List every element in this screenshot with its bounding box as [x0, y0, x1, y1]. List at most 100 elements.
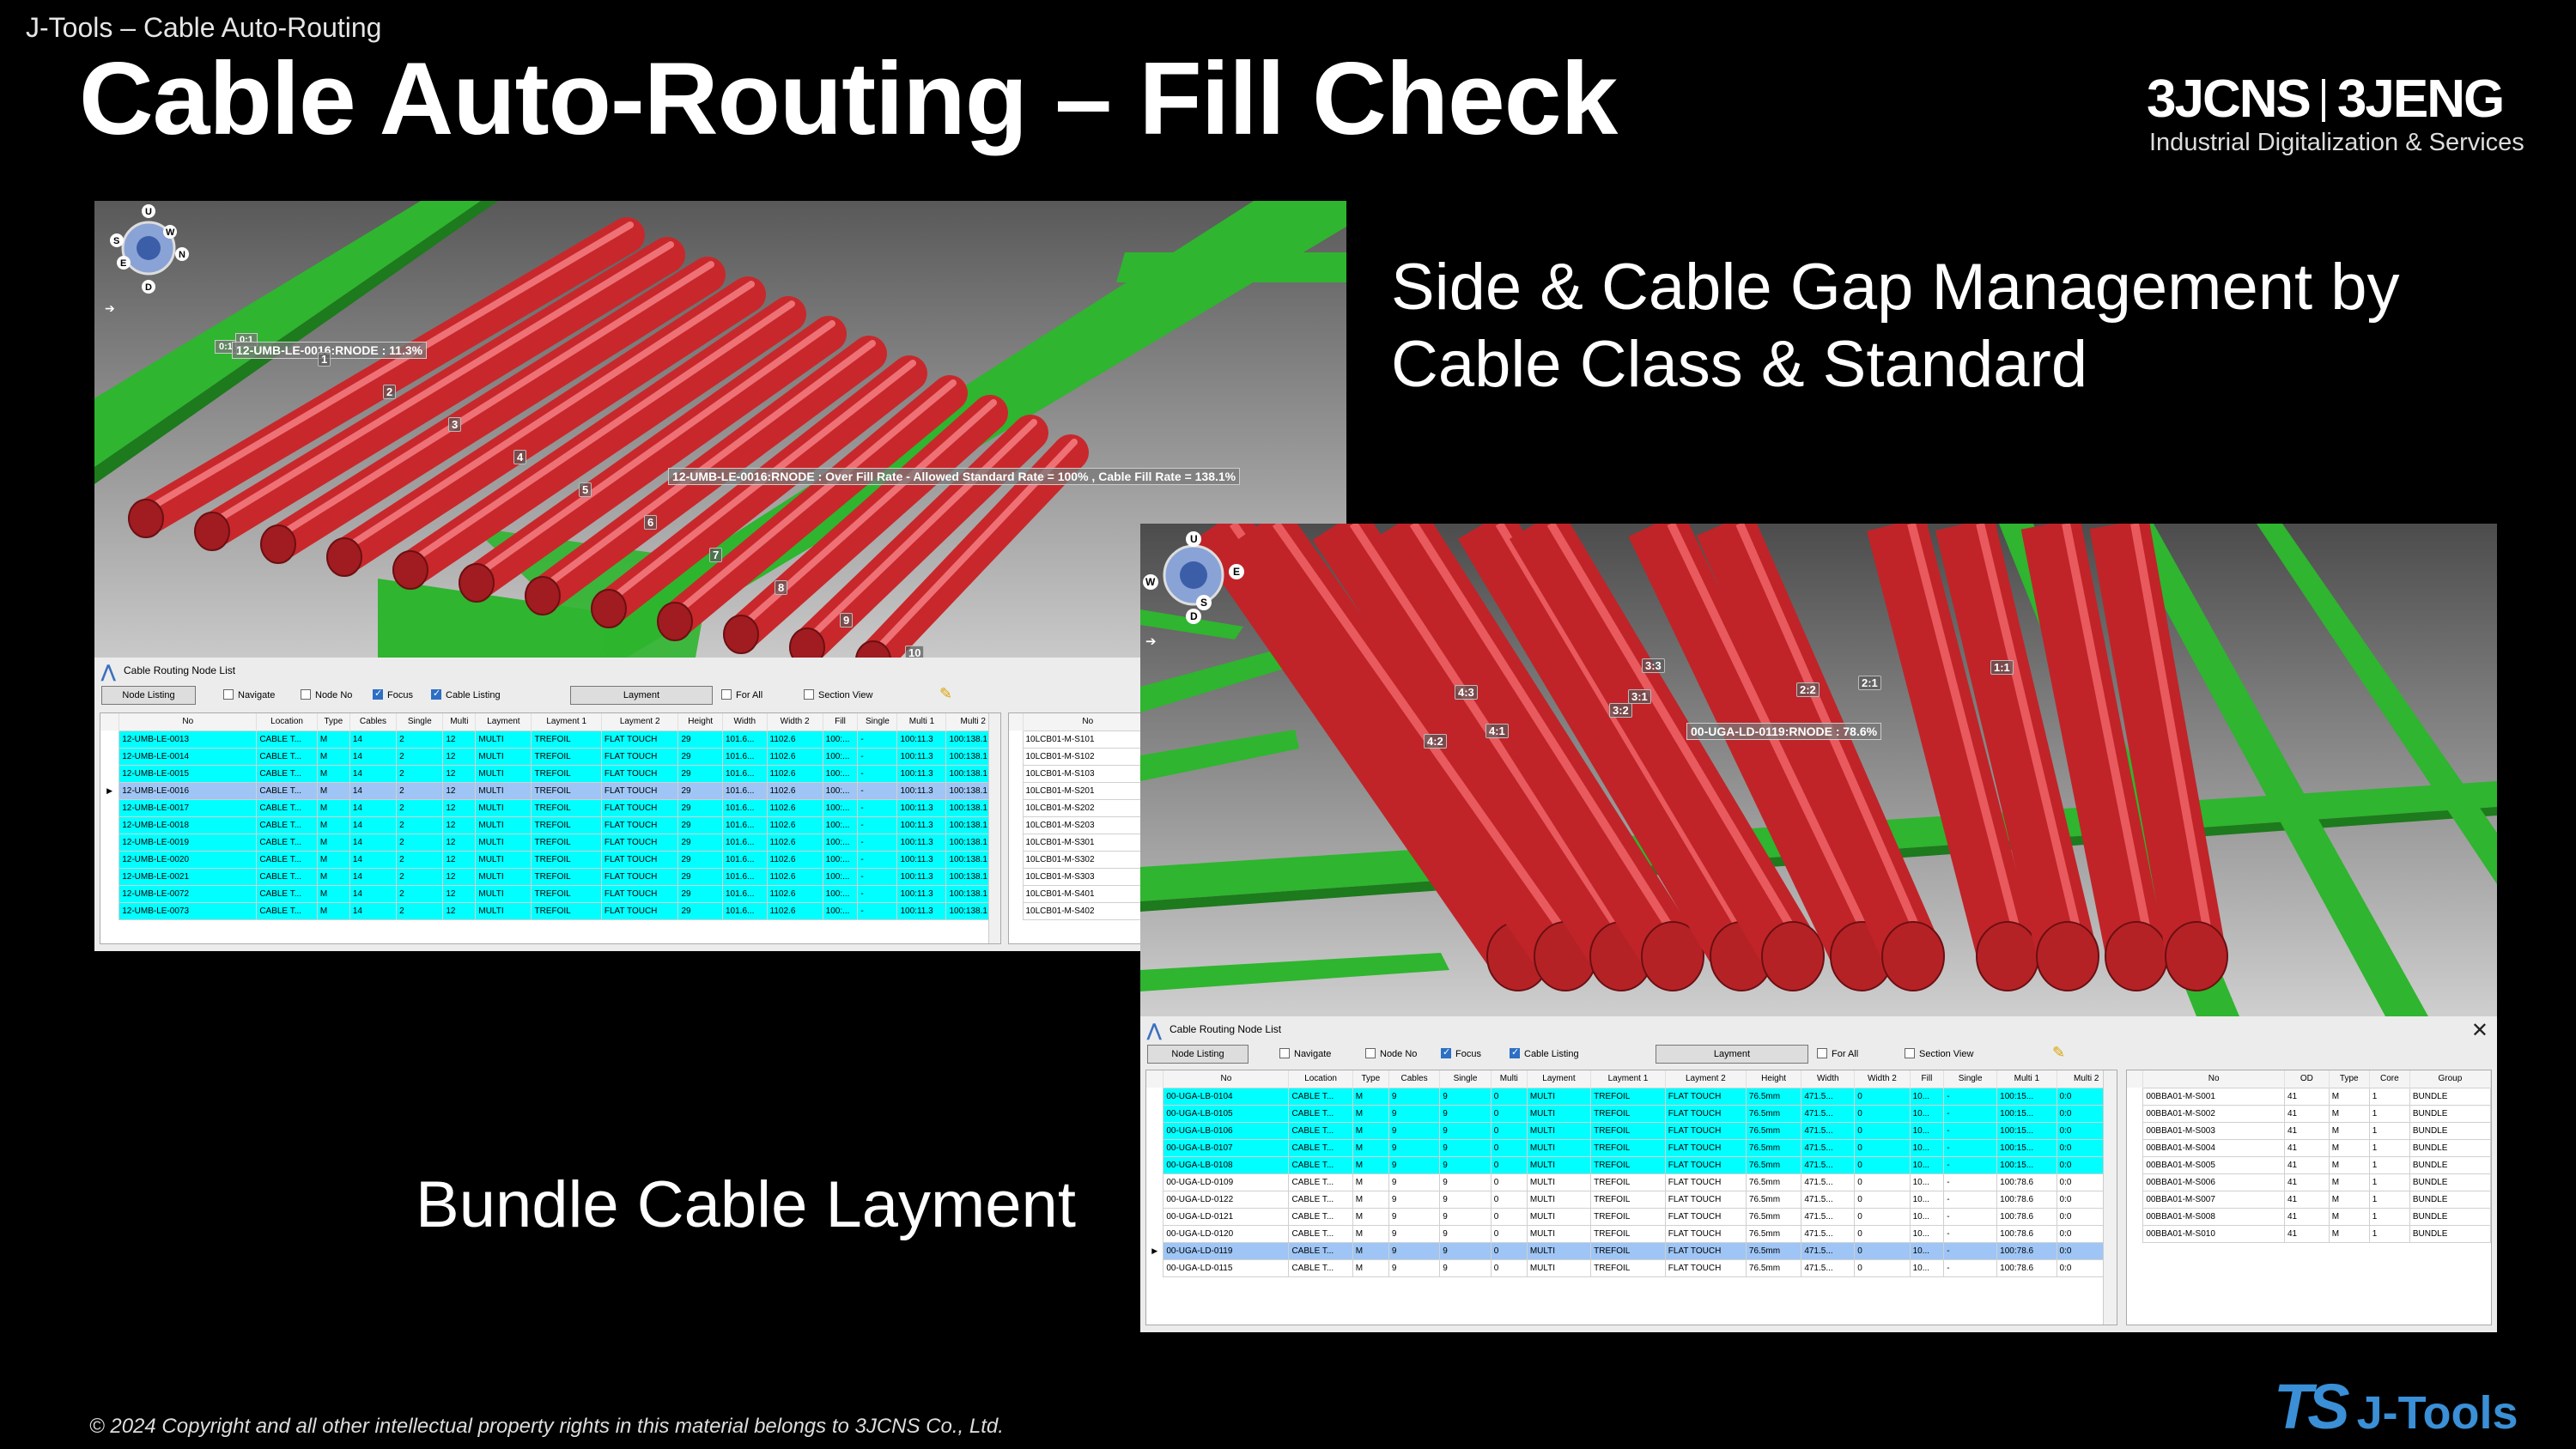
column-header[interactable]: Group — [2409, 1070, 2491, 1088]
bundle-cable-rod[interactable] — [1372, 524, 1698, 973]
column-header[interactable]: Width 2 — [767, 713, 823, 731]
cable-listing-checkbox[interactable]: Cable Listing — [1510, 1046, 1579, 1059]
column-header[interactable]: Height — [677, 713, 723, 731]
column-header[interactable]: Single — [1943, 1070, 1998, 1088]
table-scrollbar[interactable] — [2103, 1070, 2117, 1325]
column-header[interactable]: Height — [1746, 1070, 1802, 1088]
checkbox-box[interactable] — [431, 688, 441, 700]
node-no-checkbox[interactable]: Node No — [1365, 1048, 1417, 1059]
cable-rod[interactable] — [459, 316, 847, 601]
column-header[interactable]: Layment — [475, 713, 532, 731]
column-header[interactable]: Layment 1 — [531, 713, 602, 731]
column-header[interactable]: Single — [1439, 1070, 1492, 1088]
column-header[interactable]: Single — [396, 713, 444, 731]
column-header[interactable]: Multi 1 — [896, 713, 947, 731]
checkbox-box[interactable] — [1279, 1048, 1290, 1058]
checkbox-box[interactable] — [1817, 1048, 1827, 1058]
section-view-checkbox[interactable]: Section View — [1905, 1048, 1973, 1059]
cable-rod[interactable] — [855, 434, 1089, 658]
brush-icon[interactable]: ✎ — [939, 685, 953, 702]
bundle-cable-rod[interactable] — [1935, 524, 2098, 964]
table-row[interactable]: 10LCB01-M-S402 — [1009, 901, 1153, 920]
cable-rod[interactable] — [326, 276, 766, 575]
checkbox-box[interactable] — [1365, 1048, 1376, 1058]
column-header[interactable]: Multi — [1491, 1070, 1528, 1088]
brush-icon[interactable]: ✎ — [2052, 1044, 2066, 1061]
bundle-cable-rod[interactable] — [2089, 524, 2227, 962]
for-all-checkbox[interactable]: For All — [1817, 1048, 1858, 1059]
close-icon[interactable]: ✕ — [2470, 1019, 2488, 1042]
column-header[interactable]: No — [1163, 1070, 1290, 1088]
checkbox-box[interactable] — [1441, 1046, 1451, 1058]
column-header[interactable]: Type — [317, 713, 350, 731]
bundle-cable-rod[interactable] — [1236, 524, 1590, 974]
cable-rod[interactable] — [128, 217, 645, 537]
bundle-cable-rod[interactable] — [2020, 524, 2166, 962]
column-header[interactable]: Fill — [823, 713, 859, 731]
focus-checkbox[interactable]: Focus — [373, 688, 413, 700]
table-row[interactable]: 10LCB01-M-S102 — [1009, 747, 1153, 766]
column-header[interactable]: Multi — [442, 713, 477, 731]
bundle-cable-rod[interactable] — [1193, 524, 1543, 973]
cable-rod[interactable] — [392, 296, 806, 588]
bundle-cable-rod[interactable] — [1312, 524, 1647, 973]
cable-rod[interactable] — [260, 257, 726, 562]
column-header[interactable]: Single — [857, 713, 898, 731]
checkbox-box[interactable] — [804, 689, 814, 700]
column-header[interactable]: OD — [2284, 1070, 2330, 1088]
cable-rod[interactable] — [723, 395, 1008, 652]
navigation-cube-icon[interactable]: U S W N E D ➔ — [101, 201, 196, 312]
node-listing-button[interactable]: Node Listing — [1147, 1045, 1249, 1064]
node-listing-button[interactable]: Node Listing — [101, 686, 196, 705]
bundle-cable-rod[interactable] — [1628, 524, 1889, 970]
table-row[interactable]: 10LCB01-M-S303 — [1009, 867, 1153, 886]
table-row[interactable]: 10LCB01-M-S101 — [1009, 730, 1153, 749]
cable-rod[interactable] — [657, 375, 968, 640]
layment-button[interactable]: Layment — [570, 686, 713, 705]
column-header[interactable]: Multi 2 — [945, 713, 1000, 731]
column-header[interactable]: Location — [256, 713, 318, 731]
table-row[interactable]: 10LCB01-M-S302 — [1009, 850, 1153, 869]
table-row[interactable]: 10LCB01-M-S203 — [1009, 815, 1153, 834]
column-header[interactable]: Layment — [1527, 1070, 1592, 1088]
column-header[interactable]: Layment 2 — [1665, 1070, 1747, 1088]
column-header[interactable]: Layment 2 — [601, 713, 679, 731]
checkbox-box[interactable] — [1905, 1048, 1915, 1058]
navigate-checkbox[interactable]: Navigate — [1279, 1048, 1331, 1059]
cable-rod[interactable] — [591, 355, 927, 627]
navigation-cube-icon[interactable]: U W E S D ➔ — [1140, 524, 1252, 661]
column-header[interactable]: Location — [1288, 1070, 1353, 1088]
column-header[interactable]: Width — [1801, 1070, 1856, 1088]
bundle-cable-rod[interactable] — [1696, 524, 1941, 969]
navigate-checkbox[interactable]: Navigate — [223, 689, 275, 700]
column-header[interactable]: Multi 1 — [1996, 1070, 2057, 1088]
column-header[interactable]: Cables — [1388, 1070, 1441, 1088]
layment-button[interactable]: Layment — [1656, 1045, 1808, 1064]
table-row[interactable]: 10LCB01-M-S103 — [1009, 764, 1153, 783]
table-row[interactable]: 10LCB01-M-S401 — [1009, 884, 1153, 903]
column-header[interactable]: Core — [2369, 1070, 2410, 1088]
checkbox-box[interactable] — [721, 689, 732, 700]
for-all-checkbox[interactable]: For All — [721, 689, 762, 700]
bundle-cable-rod[interactable] — [1867, 524, 2037, 964]
